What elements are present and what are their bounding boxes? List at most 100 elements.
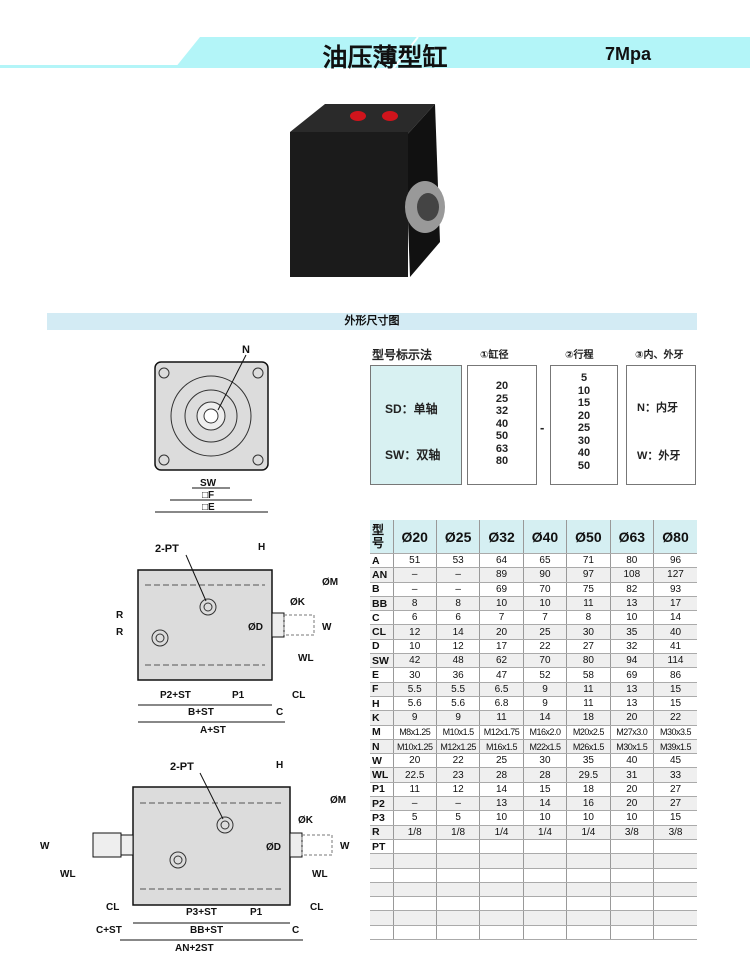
table-cell bbox=[479, 853, 524, 869]
column-header: Ø20 bbox=[392, 520, 437, 554]
table-cell: 27 bbox=[653, 782, 697, 798]
table-cell: 13 bbox=[479, 796, 524, 812]
label-n: N bbox=[242, 344, 250, 356]
column-header: Ø63 bbox=[609, 520, 654, 554]
thread-heading: ③内、外牙 bbox=[635, 350, 684, 361]
table-cell: 7 bbox=[522, 610, 567, 626]
row-label bbox=[370, 853, 393, 869]
table-cell: 82 bbox=[609, 582, 654, 597]
row-label: CL bbox=[370, 624, 393, 640]
row-label: R bbox=[370, 825, 393, 840]
stroke-heading: ②行程 bbox=[565, 350, 594, 361]
row-label: P2 bbox=[370, 796, 393, 812]
table-row: PT bbox=[370, 839, 697, 855]
table-cell bbox=[609, 910, 654, 926]
table-row bbox=[370, 868, 697, 883]
table-cell: 3/8 bbox=[609, 825, 654, 840]
table-cell: 8 bbox=[435, 596, 480, 612]
table-cell: 17 bbox=[653, 596, 697, 612]
table-cell: 10 bbox=[522, 596, 567, 612]
table-cell: 47 bbox=[479, 667, 524, 683]
table-cell bbox=[522, 839, 567, 855]
table-cell: 86 bbox=[653, 667, 697, 683]
table-cell: 1/4 bbox=[566, 825, 611, 840]
table-cell: 12 bbox=[435, 782, 480, 798]
model-code-heading: 型号标示法 bbox=[372, 348, 433, 362]
table-cell: 5.6 bbox=[392, 696, 437, 712]
row-label: C bbox=[370, 610, 393, 626]
label-2pt: 2-PT bbox=[170, 761, 194, 773]
label-c: C bbox=[276, 707, 283, 718]
label-sw: SW bbox=[200, 478, 217, 489]
table-cell bbox=[522, 853, 567, 869]
table-cell: M27x3.0 bbox=[609, 725, 654, 740]
label-w: W bbox=[322, 622, 332, 633]
label-r1: R bbox=[116, 610, 124, 621]
table-cell: 10 bbox=[392, 639, 437, 655]
table-cell: 35 bbox=[609, 624, 654, 640]
label-wl-right: WL bbox=[312, 869, 328, 880]
table-cell bbox=[435, 925, 480, 941]
table-cell: 28 bbox=[479, 767, 524, 783]
front-view-drawing: N SW □F □E bbox=[154, 344, 269, 513]
table-cell: 10 bbox=[479, 596, 524, 612]
table-cell: 9 bbox=[522, 682, 567, 697]
table-cell bbox=[522, 882, 567, 898]
thread-box: N：内牙 W：外牙 bbox=[626, 365, 696, 485]
table-cell: M30x1.5 bbox=[609, 739, 654, 755]
column-header: Ø50 bbox=[566, 520, 611, 554]
table-cell bbox=[609, 896, 654, 912]
stroke-option: 10 bbox=[577, 384, 591, 397]
row-label: AN bbox=[370, 567, 393, 583]
table-cell: 36 bbox=[435, 667, 480, 683]
table-cell: 15 bbox=[653, 696, 697, 712]
table-cell bbox=[435, 910, 480, 926]
table-cell: 97 bbox=[566, 567, 611, 583]
row-label: N bbox=[370, 739, 393, 755]
table-cell: 25 bbox=[522, 624, 567, 640]
table-cell bbox=[522, 896, 567, 912]
table-cell: 1/8 bbox=[392, 825, 437, 840]
table-cell: 11 bbox=[566, 596, 611, 612]
thread-n: N：内牙 bbox=[637, 402, 678, 414]
column-header: Ø25 bbox=[435, 520, 480, 554]
row-label: F bbox=[370, 682, 393, 697]
table-row bbox=[370, 882, 697, 898]
table-cell bbox=[653, 882, 697, 898]
table-cell bbox=[392, 910, 437, 926]
table-cell: M30x3.5 bbox=[653, 725, 697, 740]
table-cell bbox=[435, 882, 480, 898]
page-title: 油压薄型缸 bbox=[322, 44, 448, 72]
table-cell: M10x1.5 bbox=[435, 725, 480, 740]
table-cell: 71 bbox=[566, 553, 611, 569]
table-cell: 53 bbox=[435, 553, 480, 569]
table-cell bbox=[392, 853, 437, 869]
table-cell: 13 bbox=[609, 682, 654, 697]
table-cell: 1/8 bbox=[435, 825, 480, 840]
bore-option: 50 bbox=[495, 430, 509, 442]
table-cell: 89 bbox=[479, 567, 524, 583]
label-h: H bbox=[258, 542, 265, 553]
table-cell bbox=[609, 853, 654, 869]
row-label: K bbox=[370, 710, 393, 726]
table-cell bbox=[653, 839, 697, 855]
stroke-list: 5 10 15 20 25 30 40 50 bbox=[550, 365, 618, 485]
label-m: ØM bbox=[330, 795, 346, 806]
type-sw: SW：双轴 bbox=[385, 448, 441, 462]
column-header: Ø40 bbox=[522, 520, 567, 554]
row-label: WL bbox=[370, 767, 393, 783]
table-cell bbox=[566, 868, 611, 883]
table-cell bbox=[479, 925, 524, 941]
table-cell: M8x1.25 bbox=[392, 725, 437, 740]
row-label: P1 bbox=[370, 782, 393, 798]
bore-option: 80 bbox=[495, 455, 509, 467]
table-row bbox=[370, 925, 697, 941]
table-cell: – bbox=[392, 796, 437, 812]
